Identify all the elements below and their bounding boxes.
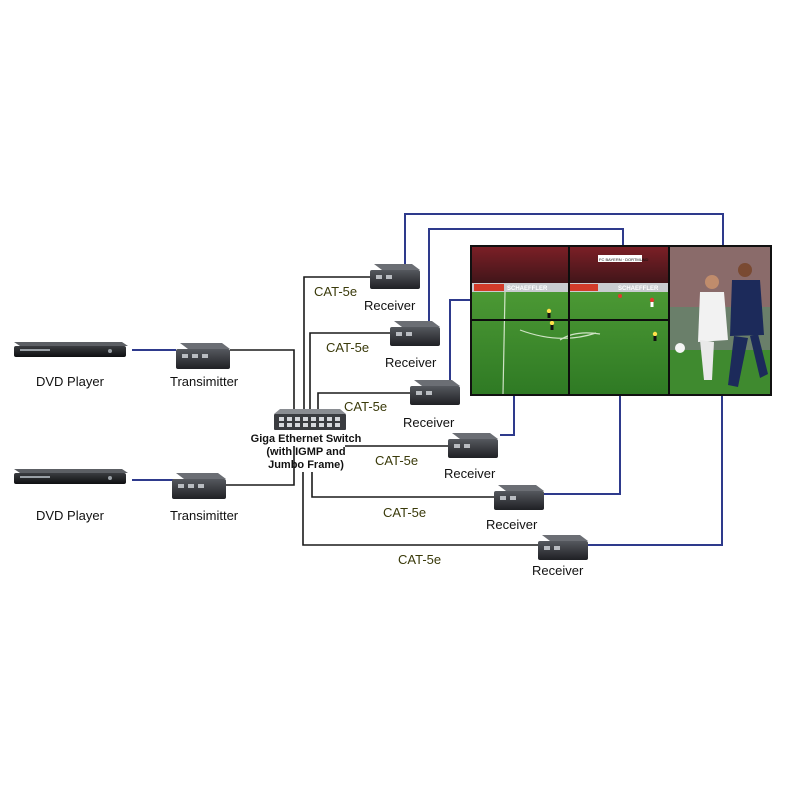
receiver-box-icon: [390, 321, 440, 346]
cable-labels: CAT-5e CAT-5e CAT-5e CAT-5e CAT-5e CAT-5…: [314, 284, 441, 567]
cable-label: CAT-5e: [344, 399, 387, 414]
cable-label: CAT-5e: [314, 284, 357, 299]
cat-line-rx-2: [309, 332, 390, 412]
switch-label-line-2: (with IGMP and: [266, 446, 345, 458]
hdmi-line-receiver-4: [500, 396, 515, 436]
transmitter-label: Transimitter: [170, 374, 239, 389]
score-bug: FC BAYERN · DORTMUND: [599, 257, 649, 262]
dvd-player-2: DVD Player: [14, 469, 128, 523]
hdmi-line-receiver-1: [404, 213, 724, 271]
switch-label-line-1: Giga Ethernet Switch: [251, 433, 362, 445]
network-switch-icon: [274, 409, 346, 430]
transmitter-box-icon: [176, 343, 230, 369]
hdmi-line-receiver-2: [428, 228, 624, 330]
transmitter-box-icon: [172, 473, 226, 499]
cat-line-rx-3: [317, 392, 410, 412]
panel-bezels: [471, 246, 670, 395]
hdmi-line-receiver-6: [580, 396, 723, 546]
player-closeup: [675, 263, 768, 387]
receiver-4: Receiver: [444, 433, 498, 481]
cat-line-tx-2: [224, 446, 295, 486]
dvd-player-label: DVD Player: [36, 508, 105, 523]
receiver-6: Receiver: [532, 535, 588, 578]
ad-board: SCHAEFFLER: [618, 286, 659, 292]
hdmi-connections: [132, 213, 724, 546]
receiver-box-icon: [370, 264, 420, 289]
receiver-1: Receiver: [364, 264, 420, 313]
cat-line-rx-5: [311, 472, 494, 498]
cat-line-rx-6: [302, 472, 538, 546]
dvd-player-icon: [14, 469, 128, 484]
receiver-box-icon: [538, 535, 588, 560]
dvd-player-icon: [14, 342, 128, 357]
ad-board: SCHAEFFLER: [507, 286, 548, 292]
cable-label: CAT-5e: [375, 453, 418, 468]
receiver-2: Receiver: [385, 321, 440, 370]
receiver-label: Receiver: [486, 517, 538, 532]
cat5e-connections: [224, 276, 538, 546]
cat-line-tx-1: [230, 349, 295, 412]
switch-label-line-3: Jumbo Frame): [268, 459, 344, 471]
cable-label: CAT-5e: [326, 340, 369, 355]
receiver-label: Receiver: [403, 415, 455, 430]
receiver-label: Receiver: [444, 466, 496, 481]
receiver-box-icon: [494, 485, 544, 510]
receiver-5: Receiver: [486, 485, 544, 532]
transmitter-2: Transimitter: [170, 473, 239, 523]
transmitter-1: Transimitter: [170, 343, 239, 389]
hdmi-line-receiver-5: [540, 396, 621, 495]
cat-line-rx-1: [303, 276, 370, 412]
receiver-box-icon: [448, 433, 498, 458]
players: [546, 294, 658, 341]
cable-label: CAT-5e: [383, 505, 426, 520]
ethernet-switch: Giga Ethernet Switch (with IGMP and Jumb…: [251, 409, 362, 471]
receiver-3: Receiver: [403, 380, 460, 430]
dvd-player-1: DVD Player: [14, 342, 128, 389]
cable-label: CAT-5e: [398, 552, 441, 567]
transmitter-label: Transimitter: [170, 508, 239, 523]
receiver-label: Receiver: [385, 355, 437, 370]
hdmi-line-receiver-3: [449, 299, 472, 385]
receiver-box-icon: [410, 380, 460, 405]
dvd-player-label: DVD Player: [36, 374, 105, 389]
receiver-label: Receiver: [532, 563, 584, 578]
video-wall: SCHAEFFLER SCHAEFFLER FC BAYERN · DORTMU…: [470, 245, 772, 396]
receiver-label: Receiver: [364, 298, 416, 313]
